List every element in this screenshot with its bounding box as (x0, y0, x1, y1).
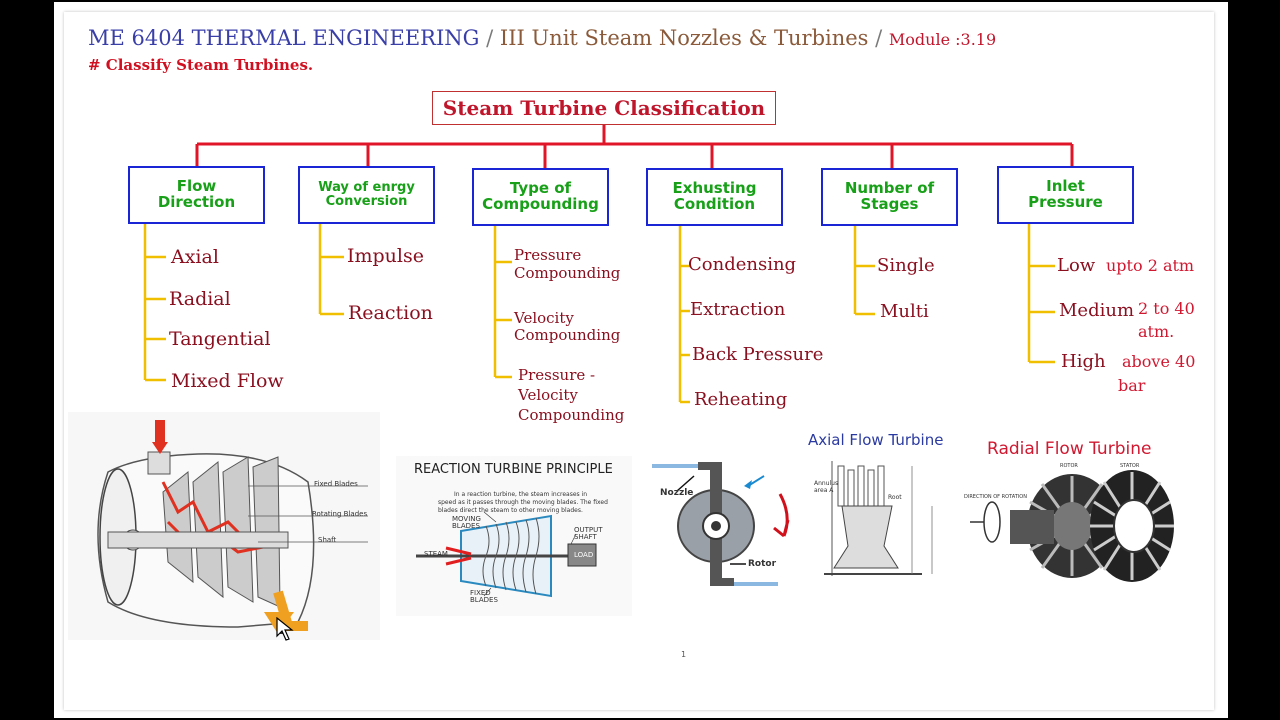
figure-label: ROTOR (1060, 463, 1078, 469)
list-item: Impulse (347, 245, 424, 267)
list-item: Compounding (514, 326, 621, 344)
radial-turbine-figure: DIRECTION OF ROTATION ROTOR STATOR (962, 462, 1182, 598)
category-title-line: Stages (860, 195, 919, 213)
figure-text-line: blades direct the steam to other moving … (438, 507, 583, 514)
list-item: Single (877, 255, 935, 276)
category-title-line: Inlet (1046, 177, 1085, 196)
figure-label: area A (814, 487, 834, 494)
figure-label: Root (888, 494, 902, 501)
list-item: Reaction (348, 302, 433, 324)
list-item: Medium (1059, 300, 1135, 321)
axial-turbine-drawing (824, 461, 933, 576)
list-item: Multi (880, 301, 929, 322)
category-title-line: Exhusting (672, 179, 757, 198)
list-item: Extraction (690, 299, 786, 320)
pressure-note: atm. (1138, 322, 1175, 341)
pressure-note: bar (1118, 376, 1146, 395)
category-title-line: Pressure (1028, 193, 1103, 211)
list-item: Axial (171, 246, 219, 268)
figure-label: Shaft (318, 536, 337, 544)
category-title-line: Way of enrgy (318, 180, 415, 196)
list-item: Mixed Flow (171, 370, 284, 392)
list-item: High (1061, 351, 1106, 372)
module-number: Module :3.19 (888, 30, 997, 49)
nozzle-rotor-drawing (652, 462, 790, 586)
list-item: Reheating (694, 389, 788, 410)
root-node: Steam Turbine Classification (432, 91, 776, 125)
list-item: Low (1057, 255, 1096, 276)
figure-label: Annulus (814, 480, 839, 487)
category-title-line: Compounding (482, 195, 599, 213)
turbine-cutaway-drawing (97, 420, 368, 634)
unit-title: III Unit Steam Nozzles & Turbines (499, 26, 869, 50)
figure-label: LOAD (574, 551, 594, 559)
category-title-line: Flow (176, 177, 217, 196)
list-item: Back Pressure (692, 344, 824, 365)
figure-text-line: speed as it passes through the moving bl… (438, 499, 608, 506)
figure-title: REACTION TURBINE PRINCIPLE (414, 462, 613, 477)
list-item: Velocity (518, 386, 578, 404)
figure-label: FIXED (470, 589, 491, 597)
list-item: Pressure - (518, 366, 596, 384)
pressure-note: above 40 (1122, 352, 1196, 371)
list-item: Radial (169, 288, 231, 310)
category-title-line: Conversion (325, 194, 408, 209)
list-item: Pressure (514, 246, 582, 264)
axial-turbine-figure: Annulus area A Root (812, 456, 948, 586)
list-item: Condensing (688, 254, 797, 275)
reaction-principle-figure: REACTION TURBINE PRINCIPLE In a reaction… (396, 456, 632, 616)
figure-label: MOVING (452, 515, 481, 523)
question-text: # Classify Steam Turbines. (88, 56, 314, 74)
red-connectors (195, 125, 1074, 169)
category-title-line: Direction (157, 193, 236, 211)
list-item: Velocity (514, 309, 574, 327)
list-item: Tangential (169, 328, 271, 350)
figure-label: BLADES (452, 522, 480, 530)
yellow-connectors (143, 224, 1055, 404)
mouse-cursor-icon (276, 617, 294, 641)
list-item: Compounding (518, 406, 625, 424)
figure-title: Radial Flow Turbine (987, 439, 1152, 459)
figure-label: Rotor (748, 559, 777, 569)
slide-header: ME 6404 THERMAL ENGINEERING / III Unit S… (88, 26, 996, 50)
course-title: ME 6404 THERMAL ENGINEERING (88, 26, 480, 50)
root-label: Steam Turbine Classification (442, 96, 766, 120)
radial-turbine-drawing (970, 470, 1174, 582)
figure-label: DIRECTION OF ROTATION (964, 494, 1027, 500)
figure-label: Fixed Blades (314, 480, 358, 488)
category-title-line: Condition (673, 195, 756, 213)
figure-label: SHAFT (574, 533, 597, 541)
list-item: Compounding (514, 264, 621, 282)
figure-label: Rotating Blades (312, 510, 368, 518)
figure-title: Axial Flow Turbine (808, 431, 944, 449)
figure-label: BLADES (470, 596, 498, 604)
page-number: 1 (681, 650, 687, 659)
figure-label: STEAM (424, 550, 448, 558)
header-separator: / (486, 26, 494, 50)
nozzle-rotor-figure: Nozzle Rotor (652, 456, 810, 590)
category-title-line: Type of (509, 179, 572, 198)
reaction-diagram (416, 511, 597, 598)
header-separator: / (875, 26, 883, 50)
pressure-note: upto 2 atm (1106, 256, 1195, 275)
figure-label: Nozzle (660, 488, 694, 498)
category-title-line: Number of (844, 179, 935, 198)
figure-label: STATOR (1120, 463, 1140, 469)
figure-text-line: In a reaction turbine, the steam increas… (454, 491, 588, 498)
cutaway-figure: Fixed Blades Rotating Blades Shaft (68, 412, 380, 640)
pressure-note: 2 to 40 (1138, 299, 1195, 318)
figure-label: OUTPUT (574, 526, 603, 534)
